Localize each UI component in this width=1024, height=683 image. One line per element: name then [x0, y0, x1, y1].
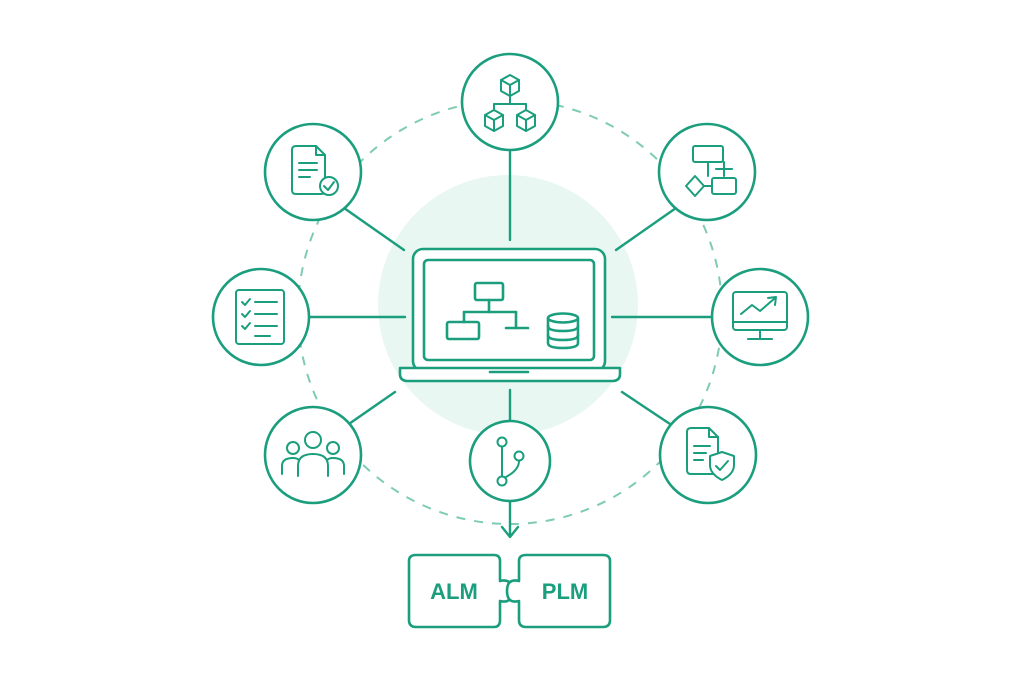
node-flowchart[interactable] — [657, 122, 757, 222]
puzzle-integration: ALM PLM — [407, 553, 612, 629]
alm-label: ALM — [430, 579, 478, 604]
database-icon — [546, 312, 580, 350]
node-document-check[interactable] — [263, 122, 363, 222]
connector-bottom-left — [344, 390, 397, 428]
checklist-icon — [235, 289, 285, 345]
laptop-icon — [398, 247, 622, 383]
team-icon — [281, 431, 345, 477]
hierarchy-chart-icon — [445, 281, 530, 341]
connector-top-left — [342, 206, 406, 252]
node-monitor-trend[interactable] — [710, 267, 810, 367]
plm-label: PLM — [542, 579, 588, 604]
monitor-trend-icon — [732, 291, 788, 340]
document-shield-icon — [686, 427, 735, 481]
node-checklist[interactable] — [211, 267, 311, 367]
arrow-down-icon — [500, 525, 520, 539]
flowchart-icon — [685, 145, 737, 197]
node-cubes-hierarchy[interactable] — [460, 52, 560, 152]
connectors — [308, 148, 718, 539]
node-git-branch[interactable] — [468, 419, 552, 503]
puzzle-piece-alm[interactable] — [407, 553, 514, 629]
document-check-icon — [291, 145, 339, 196]
laptop-base — [398, 366, 622, 383]
connector-bottom-right — [620, 390, 675, 428]
laptop-body — [411, 247, 607, 373]
node-document-shield[interactable] — [658, 405, 758, 505]
node-team[interactable] — [263, 405, 363, 505]
connector-top-right — [614, 206, 678, 252]
cubes-hierarchy-icon — [484, 74, 536, 132]
puzzle-piece-plm[interactable] — [505, 553, 612, 629]
git-branch-icon — [496, 436, 525, 487]
laptop-screen — [422, 258, 596, 362]
